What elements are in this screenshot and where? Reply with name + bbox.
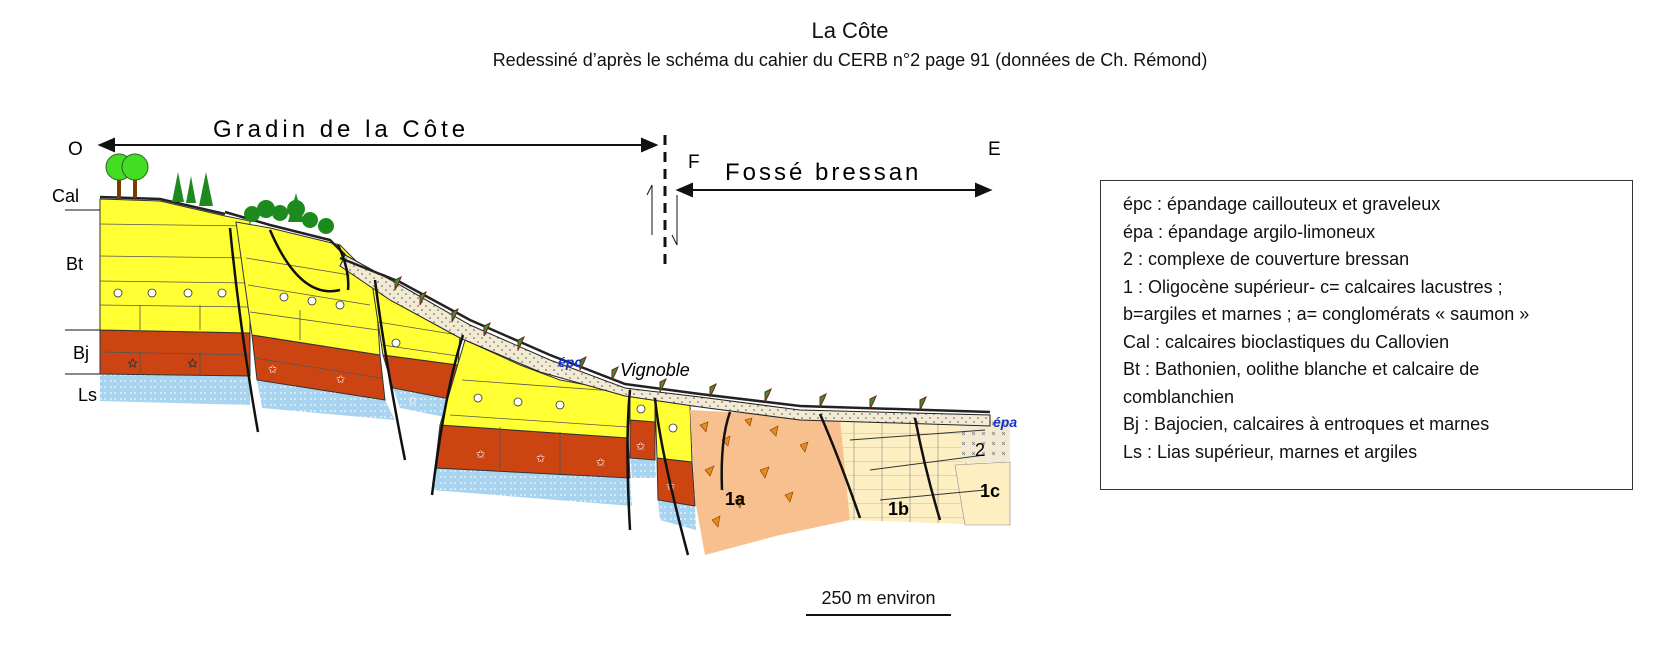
legend-item-epc: épc : épandage caillouteux et graveleux — [1123, 194, 1441, 214]
svg-text:✩: ✩ — [636, 441, 645, 453]
unit-label-1b: 1b — [888, 499, 909, 519]
scale-bar — [806, 614, 951, 616]
bajocian-layer — [629, 419, 656, 461]
layer-label-bj: Bj — [73, 343, 89, 363]
block-4: ✩ ✩ ✩ — [432, 339, 632, 506]
fosse-arrow — [675, 182, 993, 198]
west-label: O — [68, 139, 83, 160]
svg-text:✩: ✩ — [336, 374, 345, 386]
lias-layer — [257, 380, 395, 420]
legend-item-cal: Cal : calcaires bioclastiques du Callovi… — [1123, 331, 1450, 352]
faults — [228, 227, 942, 556]
legend-box: épc : épandage caillouteux et graveleux … — [1100, 180, 1633, 490]
svg-text:✩: ✩ — [128, 358, 137, 370]
bathonian-layer — [99, 198, 251, 334]
gradin-arrow — [97, 137, 659, 153]
lias-layer — [100, 374, 250, 405]
unit-label-2: 2 — [975, 440, 985, 460]
fault-movement-arrows — [646, 184, 678, 246]
bajocian-layer — [656, 457, 696, 507]
lias-layer — [432, 468, 632, 506]
vines — [394, 275, 927, 411]
oligocene-fill — [690, 410, 1011, 555]
conifer-icon — [172, 172, 184, 202]
legend-item-ls: Ls : Lias supérieur, marnes et argiles — [1123, 441, 1418, 462]
legend-item-1-cont: b=argiles et marnes ; a= conglomérats « … — [1123, 304, 1530, 324]
conifer-icon — [186, 176, 196, 203]
layer-label-bt: Bt — [66, 254, 83, 274]
scale-label: 250 m environ — [821, 588, 936, 608]
legend-item-1: 1 : Oligocène supérieur- c= calcaires la… — [1123, 276, 1503, 297]
unit-1a-conglomerate — [690, 410, 850, 555]
svg-text:✩: ✩ — [596, 457, 605, 469]
trees — [105, 153, 334, 234]
unit-1b-marls — [840, 418, 990, 525]
unit-1c-limestone — [954, 461, 1011, 526]
diagram-subtitle: Redessiné d’après le schéma du cahier du… — [492, 50, 1208, 70]
layer-label-cal: Cal — [52, 186, 79, 206]
east-label: E — [988, 139, 1001, 160]
lias-layer — [630, 458, 656, 478]
tree-icon — [121, 153, 149, 181]
svg-text:✩: ✩ — [536, 453, 545, 465]
unit-label-1a: 1a — [725, 489, 746, 509]
fosse-label: Fossé bressan — [725, 159, 921, 186]
legend-item-bt-cont: comblanchien — [1123, 386, 1235, 407]
legend-item-2: 2 : complexe de couverture bressan — [1123, 249, 1410, 269]
svg-text:✩: ✩ — [268, 364, 277, 376]
bathonian-layer — [235, 221, 381, 356]
legend-item-bj: Bj : Bajocien, calcaires à entroques et … — [1123, 414, 1490, 434]
epc-deposit — [339, 254, 991, 427]
forest-canopy — [244, 193, 334, 234]
block-5: ✩ — [629, 395, 656, 478]
legend-item-bt: Bt : Bathonien, oolithe blanche et calca… — [1123, 359, 1480, 379]
diagram-title: La Côte — [811, 18, 889, 43]
vignoble-label: Vignoble — [620, 360, 690, 380]
svg-text:✩: ✩ — [408, 395, 417, 407]
unit-label-1c: 1c — [980, 481, 1000, 501]
legend-item-epa: épa : épandage argilo-limoneux — [1123, 221, 1376, 242]
epc-label: épc — [558, 354, 582, 370]
block-1: ✩✩ — [99, 195, 251, 405]
bajocian-layer — [99, 329, 251, 377]
svg-text:✩: ✩ — [188, 358, 197, 370]
layer-label-ls: Ls — [78, 385, 97, 405]
epa-label: épa — [993, 414, 1017, 430]
block-2: ✩✩ — [235, 221, 395, 420]
conifer-icon — [199, 172, 213, 206]
gradin-label: Gradin de la Côte — [213, 116, 469, 143]
svg-text:✩: ✩ — [476, 449, 485, 461]
fault-label: F — [688, 152, 700, 173]
